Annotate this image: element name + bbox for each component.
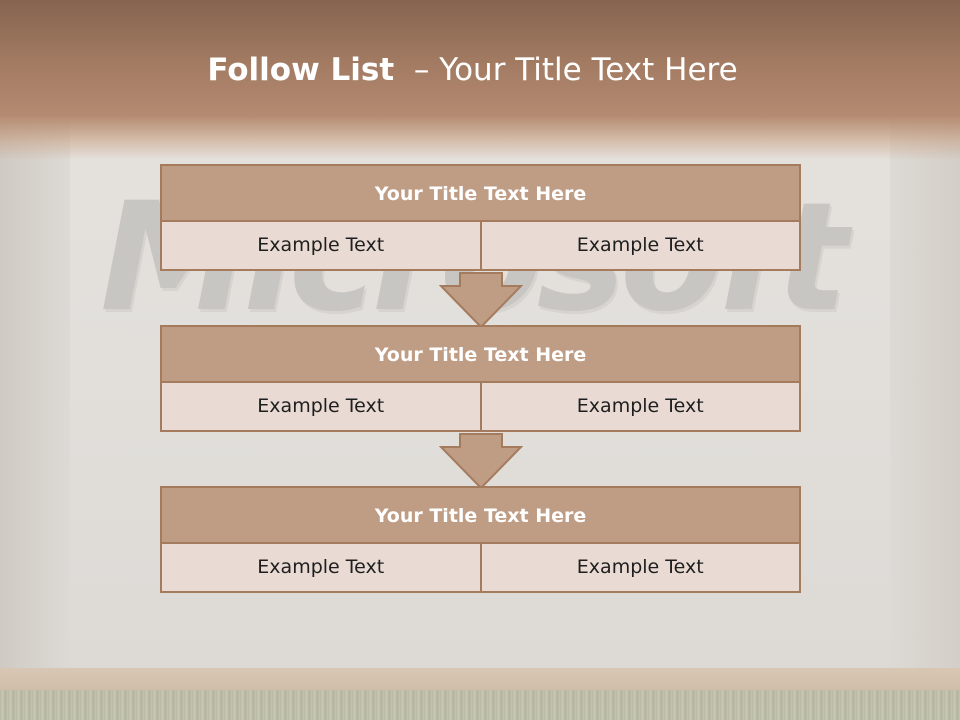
slide-title-rest: – Your Title Text Here (413, 52, 738, 88)
background-wall-left-edge (0, 120, 70, 680)
block-title: Your Title Text Here (162, 488, 799, 544)
background-wall-right-edge (890, 120, 960, 680)
header-band (0, 0, 960, 160)
down-arrow-icon (439, 433, 523, 489)
block-row: Example Text Example Text (162, 383, 799, 430)
block-cell-left: Example Text (162, 544, 480, 591)
block-cell-right: Example Text (479, 544, 799, 591)
block-cell-left: Example Text (162, 383, 480, 430)
list-block-1: Your Title Text Here Example Text Exampl… (160, 164, 801, 271)
list-block-2: Your Title Text Here Example Text Exampl… (160, 325, 801, 432)
block-row: Example Text Example Text (162, 544, 799, 591)
block-row: Example Text Example Text (162, 222, 799, 269)
block-title: Your Title Text Here (162, 166, 799, 222)
slide-title-strong: Follow List (207, 52, 395, 88)
block-cell-right: Example Text (479, 383, 799, 430)
block-title: Your Title Text Here (162, 327, 799, 383)
block-cell-left: Example Text (162, 222, 480, 269)
background-grass (0, 690, 960, 720)
slide-title: Follow List – Your Title Text Here (0, 52, 945, 88)
list-block-3: Your Title Text Here Example Text Exampl… (160, 486, 801, 593)
down-arrow-icon (439, 272, 523, 328)
block-cell-right: Example Text (479, 222, 799, 269)
